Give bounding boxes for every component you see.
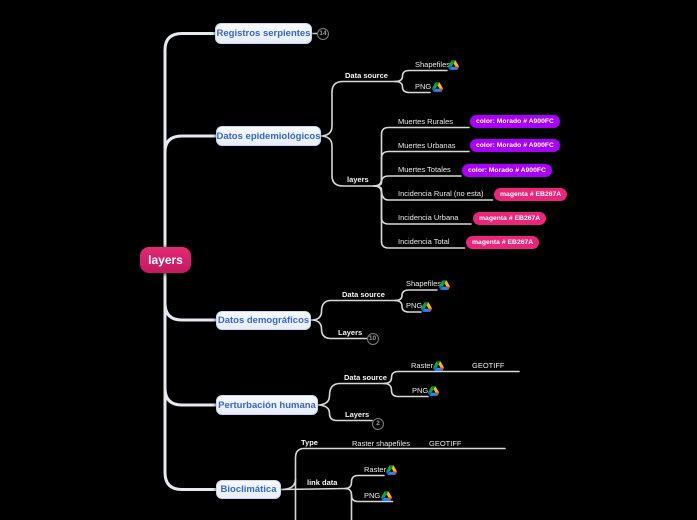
- leaf-label-pert-raster[interactable]: Raster: [411, 360, 434, 370]
- color-badge-incidencia-total[interactable]: magenta # EB267A: [466, 235, 540, 249]
- google-drive-icon: [386, 464, 397, 475]
- color-badge-muertes-rurales[interactable]: color: Morado # A900FC: [470, 115, 560, 128]
- node-perturbacion-humana[interactable]: Perturbación humana: [216, 395, 318, 415]
- google-drive-icon: [439, 279, 450, 290]
- leaf-label-bio-raster-shapefiles[interactable]: Raster shapefiles: [352, 438, 410, 448]
- leaf-label-epi-png[interactable]: PNG: [415, 81, 432, 91]
- google-drive-icon: [448, 60, 459, 70]
- count-badge-pert-layers[interactable]: 2: [372, 417, 384, 430]
- google-drive-icon: [433, 361, 444, 371]
- leaf-label-bio-geotiff[interactable]: GEOTIFF: [429, 438, 462, 448]
- branch-label-bio-type[interactable]: Type: [301, 437, 318, 447]
- leaf-label-demo-shapefiles[interactable]: Shapefiles: [406, 279, 442, 288]
- leaf-label-bio-raster[interactable]: Raster: [364, 464, 387, 474]
- root-node-layers[interactable]: layers: [140, 247, 191, 273]
- google-drive-icon: [381, 490, 392, 501]
- google-drive-icon: [421, 301, 432, 312]
- branch-label-demo-data-source[interactable]: Data source: [342, 289, 385, 299]
- leaf-label-muertes-totales[interactable]: Muertes Totales: [398, 165, 451, 174]
- color-badge-incidencia-rural[interactable]: magenta # EB267A: [494, 187, 568, 201]
- branch-label-pert-data-source[interactable]: Data source: [344, 372, 387, 382]
- leaf-label-muertes-rurales[interactable]: Muertes Rurales: [398, 116, 454, 126]
- leaf-label-muertes-urbanas[interactable]: Muertes Urbanas: [398, 140, 456, 150]
- branch-label-demo-layers[interactable]: Layers: [338, 327, 363, 337]
- leaf-label-bio-png[interactable]: PNG: [364, 490, 381, 500]
- branch-label-epi-layers[interactable]: layers: [347, 175, 369, 184]
- branch-label-bio-link-data[interactable]: link data: [307, 477, 338, 487]
- node-datos-demograficos[interactable]: Datos demográficos: [216, 311, 311, 330]
- leaf-label-pert-geotiff[interactable]: GEOTIFF: [472, 360, 505, 370]
- leaf-label-pert-png[interactable]: PNG: [412, 385, 429, 395]
- color-badge-incidencia-urbana[interactable]: magenta # EB267A: [473, 211, 547, 225]
- color-badge-muertes-totales[interactable]: color: Morado # A900FC: [462, 163, 552, 177]
- color-badge-muertes-urbanas[interactable]: color: Morado # A900FC: [470, 139, 560, 152]
- branch-label-epi-data-source[interactable]: Data source: [345, 70, 388, 80]
- leaf-label-incidencia-urbana[interactable]: Incidencia Urbana: [398, 213, 459, 222]
- leaf-label-incidencia-total[interactable]: Incidencia Total: [398, 237, 450, 246]
- node-bioclimatica[interactable]: Bioclimática: [216, 480, 281, 499]
- leaf-label-demo-png[interactable]: PNG: [406, 301, 423, 310]
- branch-label-pert-layers[interactable]: Layers: [345, 409, 370, 419]
- leaf-label-incidencia-rural[interactable]: Incidencia Rural (no esta): [398, 189, 484, 198]
- google-drive-icon: [428, 386, 439, 396]
- node-registros-serpientes[interactable]: Registros serpientes: [215, 23, 312, 44]
- count-badge-demo-layers[interactable]: 10: [366, 332, 379, 345]
- leaf-label-epi-shapefiles[interactable]: Shapefiles: [415, 59, 451, 69]
- google-drive-icon: [432, 82, 443, 92]
- node-datos-epidemiologicos[interactable]: Datos epidemiológicos: [216, 126, 321, 146]
- count-badge-registros[interactable]: 14: [317, 27, 329, 40]
